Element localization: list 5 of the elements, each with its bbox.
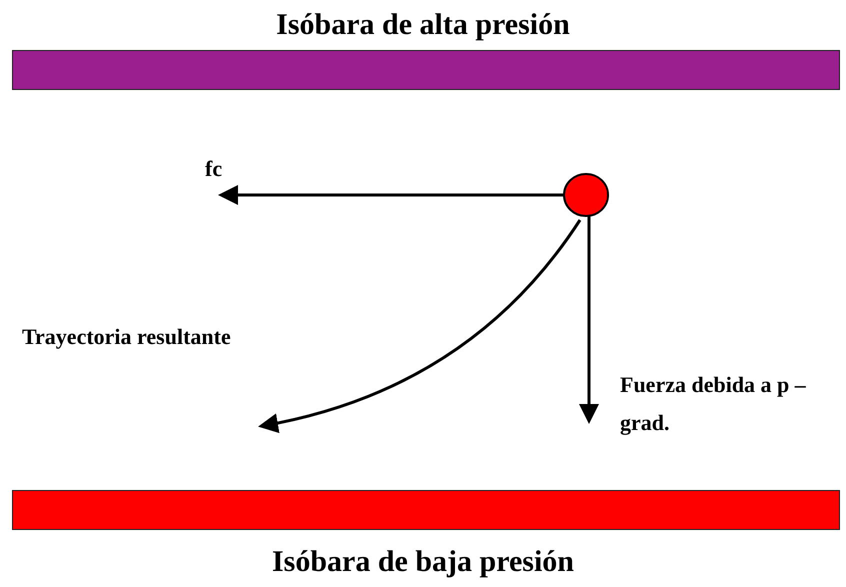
isobar-label: Isóbara de alta presión bbox=[275, 8, 571, 42]
trajectory-label: Trayectoria resultante bbox=[22, 323, 231, 351]
isobar-label: Isóbara de baja presión bbox=[271, 545, 575, 579]
force-label: fc bbox=[205, 155, 222, 183]
force-label: Fuerza debida a p – grad. bbox=[620, 371, 807, 437]
